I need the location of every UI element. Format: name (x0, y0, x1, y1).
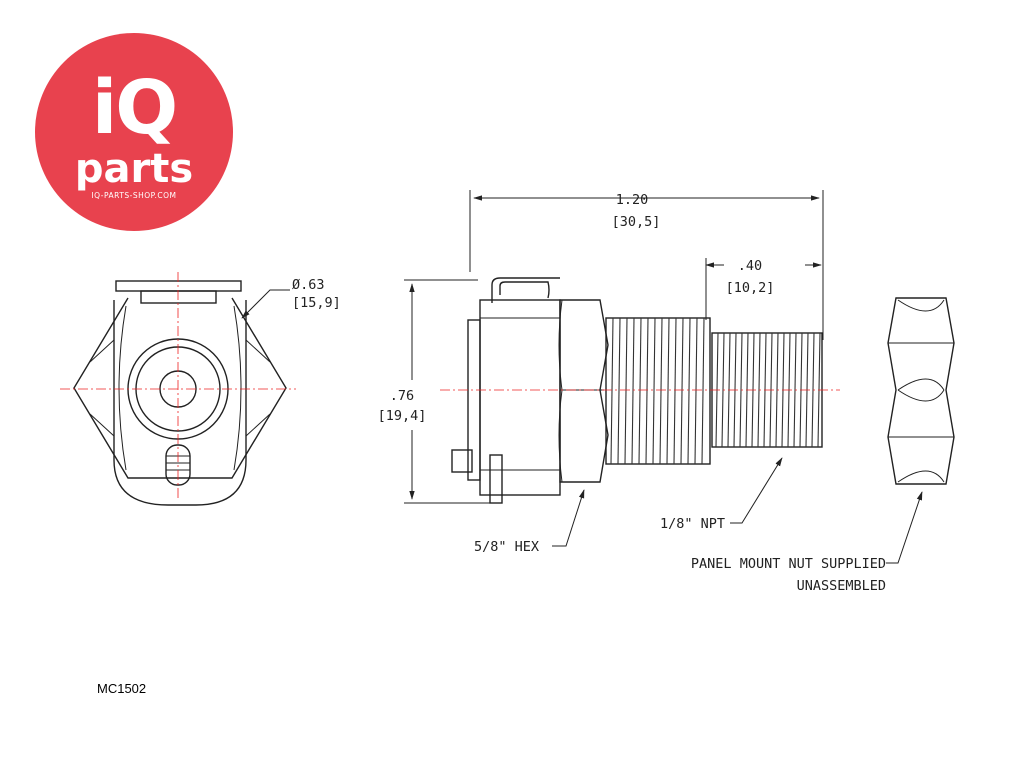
nut-callout-line1: PANEL MOUNT NUT SUPPLIED (691, 556, 886, 572)
side-lower-tab (489, 454, 503, 504)
npt-leader (730, 457, 783, 524)
diameter-leader (241, 289, 290, 319)
nut-callout-line2: UNASSEMBLED (797, 578, 886, 594)
hex-leader (552, 489, 585, 547)
nut-leader (886, 491, 923, 564)
side-body (479, 299, 561, 496)
front-hex-outline (73, 297, 287, 479)
hex-callout: 5/8" HEX (474, 539, 539, 555)
npt-callout: 1/8" NPT (660, 516, 725, 532)
logo-brand-top: iQ (91, 65, 178, 151)
thread-length-mm-label: [10,2] (726, 280, 775, 296)
logo-url: IQ-PARTS-SHOP.COM (91, 191, 177, 200)
model-number: MC1502 (97, 681, 147, 696)
logo-brand-bottom: parts (74, 146, 194, 192)
side-latch-arm (491, 277, 560, 303)
length-mm-label: [30,5] (612, 214, 661, 230)
side-flange (467, 319, 481, 481)
side-lock-pin (451, 449, 473, 473)
front-latch-plate (115, 280, 242, 292)
height-in-label: .76 (390, 388, 414, 404)
front-view (60, 272, 296, 506)
side-large-thread (605, 317, 711, 465)
height-mm-label: [19,4] (378, 408, 427, 424)
diameter-in-label: Ø.63 (292, 277, 325, 293)
front-body-outline (113, 300, 247, 506)
panel-nut (887, 297, 955, 485)
front-latch-tab (140, 290, 217, 304)
length-in-label: 1.20 (616, 192, 649, 208)
side-hex (559, 299, 609, 483)
side-view (440, 277, 840, 504)
diameter-mm-label: [15,9] (292, 295, 341, 311)
thread-length-in-label: .40 (738, 258, 762, 274)
iq-parts-logo[interactable]: iQ parts IQ-PARTS-SHOP.COM (35, 33, 233, 231)
